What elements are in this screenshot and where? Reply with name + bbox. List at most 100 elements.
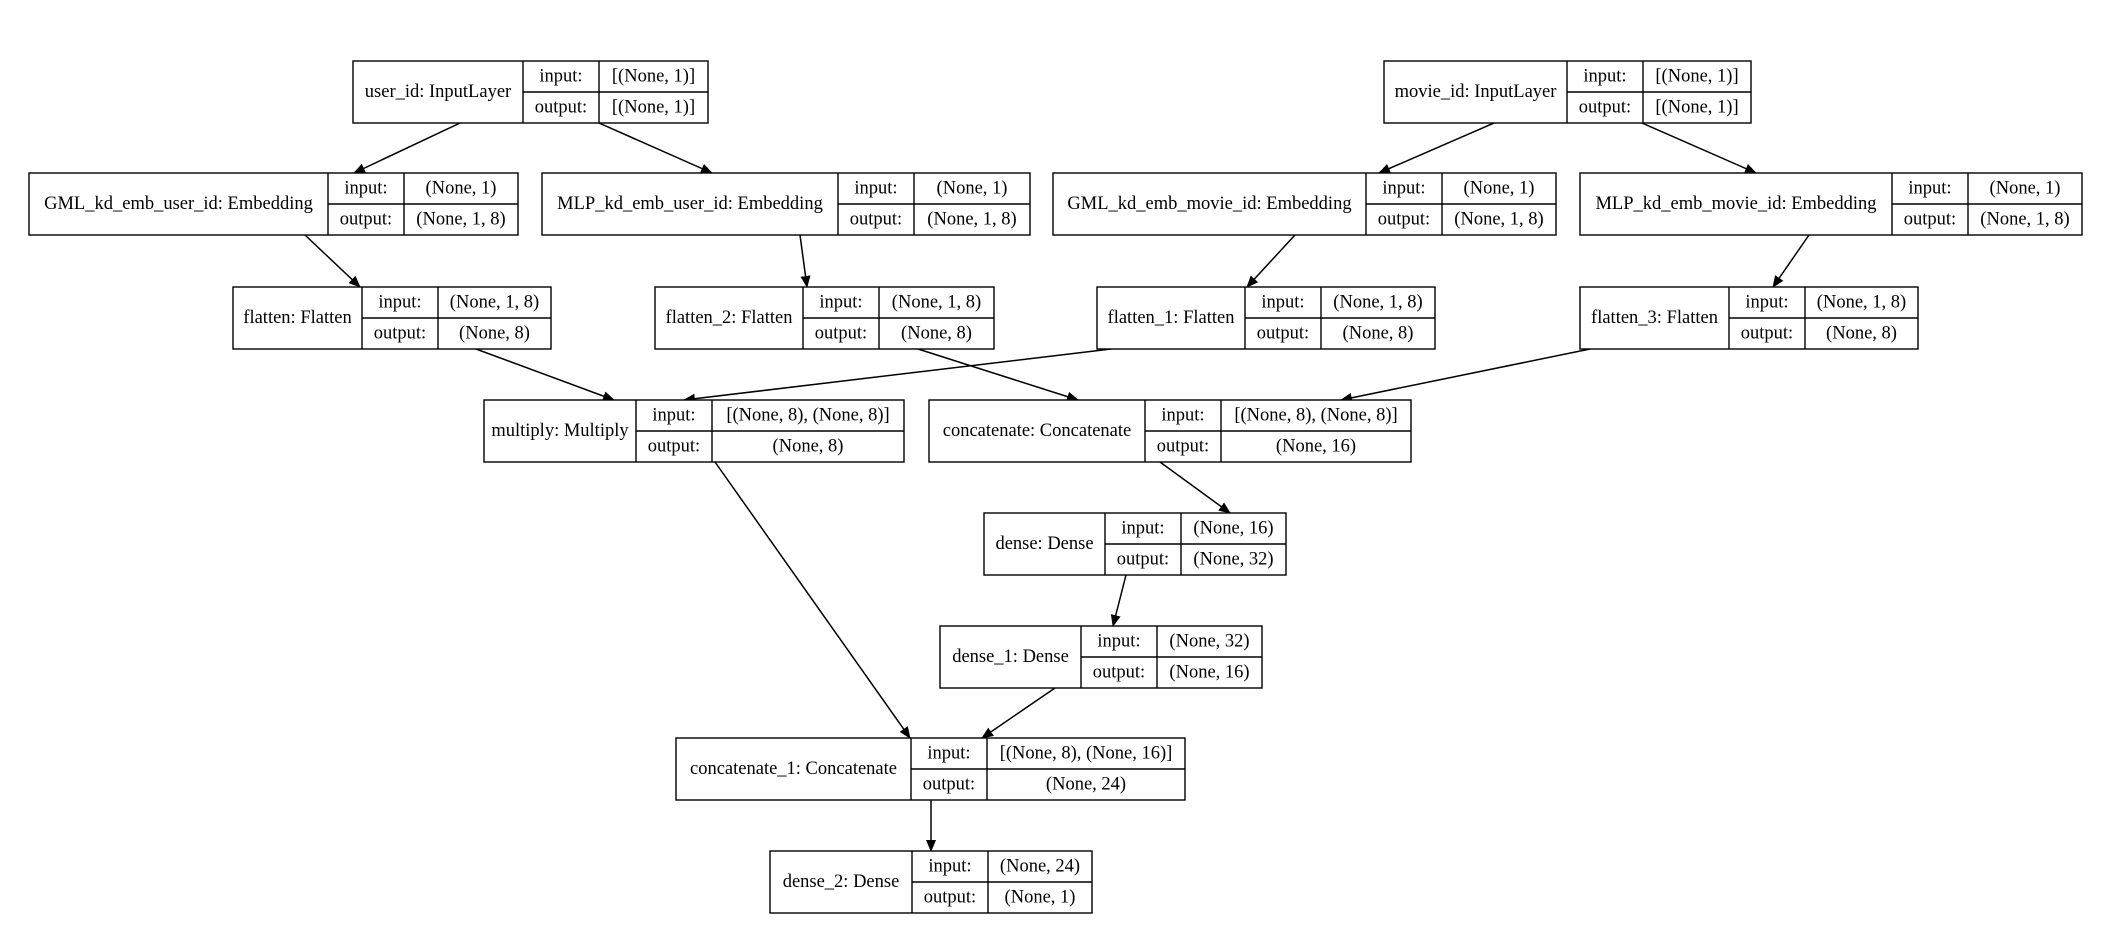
output-shape: (None, 16) [1276,437,1356,457]
input-shape: [(None, 8), (None, 16)] [1000,744,1173,764]
input-label: input: [1261,293,1304,313]
output-shape: (None, 1, 8) [1454,210,1543,230]
input-shape: (None, 1, 8) [1817,293,1906,313]
input-label: input: [1121,519,1164,539]
edge-multiply-to-concatenate-1 [714,461,911,739]
output-label: output: [648,437,700,457]
input-shape: (None, 1) [426,179,497,199]
input-label: input: [854,179,897,199]
output-shape: (None, 8) [459,324,530,344]
edge-flatten-3-to-concatenate [1340,348,1591,403]
input-label: input: [927,744,970,764]
edge-user-id-to-gml-user [353,122,461,174]
output-label: output: [1741,324,1793,344]
layer-name: GML_kd_emb_user_id: Embedding [44,194,313,214]
edge-flatten-1-to-multiply [683,348,1112,404]
output-shape: [(None, 1)] [612,98,695,118]
input-shape: (None, 1, 8) [892,293,981,313]
output-label: output: [1093,663,1145,683]
output-shape: (None, 32) [1193,550,1273,570]
input-label: input: [1161,406,1204,426]
output-shape: (None, 1) [1005,888,1076,908]
output-shape: (None, 16) [1169,663,1249,683]
output-shape: (None, 8) [901,324,972,344]
layer-node-mlp-movie: MLP_kd_emb_movie_id: Embedding input: outp… [1579,172,2083,236]
output-label: output: [1117,550,1169,570]
edge-dense-to-dense-1 [1110,574,1127,627]
output-label: output: [924,888,976,908]
edge-gml-movie-to-flatten-1 [1246,234,1296,288]
layer-name: multiply: Multiply [491,421,629,441]
layer-node-user-id: user_id: InputLayer input: output: [(None, … [352,60,709,124]
output-label: output: [1378,210,1430,230]
nodes-layer: user_id: InputLayer input: output: [(None, … [28,60,2083,914]
layer-node-concatenate: concatenate: Concatenateinput:output:[(N… [928,399,1412,463]
input-label: input: [819,293,862,313]
edge-movie-id-to-mlp-movie [1641,122,1757,174]
input-label: input: [1583,67,1626,87]
input-label: input: [1382,179,1425,199]
output-label: output: [923,775,975,795]
layer-node-concatenate-1: concatenate_1: Concatenate input: output: [… [675,737,1186,801]
input-label: input: [344,179,387,199]
layer-name: GML_kd_emb_movie_id: Embedding [1067,194,1351,214]
input-label: input: [1908,179,1951,199]
edge-gml-user-to-flatten [304,234,361,288]
edge-user-id-to-mlp-user [598,122,713,174]
layer-name: user_id: InputLayer [365,82,511,102]
input-label: input: [1097,632,1140,652]
layer-node-flatten-2: flatten_2: Flatten input: output: (None, 1,… [654,286,995,350]
layer-node-gml-movie: GML_kd_emb_movie_id: Embedding input: outp… [1052,172,1557,236]
input-shape: (None, 16) [1193,519,1273,539]
output-shape: (None, 24) [1046,775,1126,795]
layer-name: concatenate_1: Concatenate [690,759,897,779]
input-shape: (None, 1) [937,179,1008,199]
layer-name: flatten_1: Flatten [1108,308,1235,328]
output-label: output: [1904,210,1956,230]
input-shape: (None, 1, 8) [450,293,539,313]
layer-name: concatenate: Concatenate [943,421,1132,441]
output-label: output: [374,324,426,344]
edge-dense-1-to-concatenate-1 [981,687,1056,739]
layer-name: MLP_kd_emb_movie_id: Embedding [1595,194,1876,214]
edge-movie-id-to-gml-movie [1378,122,1495,174]
output-shape: (None, 1, 8) [1980,210,2069,230]
layer-name: dense_1: Dense [952,647,1069,667]
input-shape: (None, 1) [1990,179,2061,199]
layer-name: dense_2: Dense [783,872,900,892]
output-shape: (None, 8) [773,437,844,457]
output-shape: (None, 1, 8) [416,210,505,230]
output-label: output: [815,324,867,344]
input-label: input: [539,67,582,87]
input-shape: [(None, 1)] [1655,67,1738,87]
output-shape: (None, 8) [1343,324,1414,344]
edge-flatten-2-to-concatenate [917,348,1079,402]
layer-node-movie-id: movie_id: InputLayer input: output: [(None,… [1383,60,1752,124]
layer-name: movie_id: InputLayer [1395,82,1557,102]
edges-layer [304,122,1810,852]
output-label: output: [535,98,587,118]
layer-name: flatten_2: Flatten [666,308,793,328]
output-shape: [(None, 1)] [1655,98,1738,118]
layer-node-flatten-3: flatten_3: Flatten input: output: (None, 1,… [1579,286,1919,350]
input-label: input: [1745,293,1788,313]
input-shape: [(None, 1)] [612,67,695,87]
input-shape: [(None, 8), (None, 8)] [726,406,889,426]
layer-name: flatten_3: Flatten [1591,308,1718,328]
input-label: input: [378,293,421,313]
output-label: output: [1579,98,1631,118]
layer-box [1052,172,1557,236]
layer-name: MLP_kd_emb_user_id: Embedding [557,194,823,214]
layer-node-gml-user: GML_kd_emb_user_id: Embedding input: outpu… [28,172,519,236]
edge-mlp-movie-to-flatten-3 [1772,234,1810,288]
layer-node-mlp-user: MLP_kd_emb_user_id: Embeddinginput:outpu… [541,172,1031,236]
input-shape: (None, 24) [1000,857,1080,877]
output-label: output: [340,210,392,230]
input-shape: (None, 1) [1464,179,1535,199]
